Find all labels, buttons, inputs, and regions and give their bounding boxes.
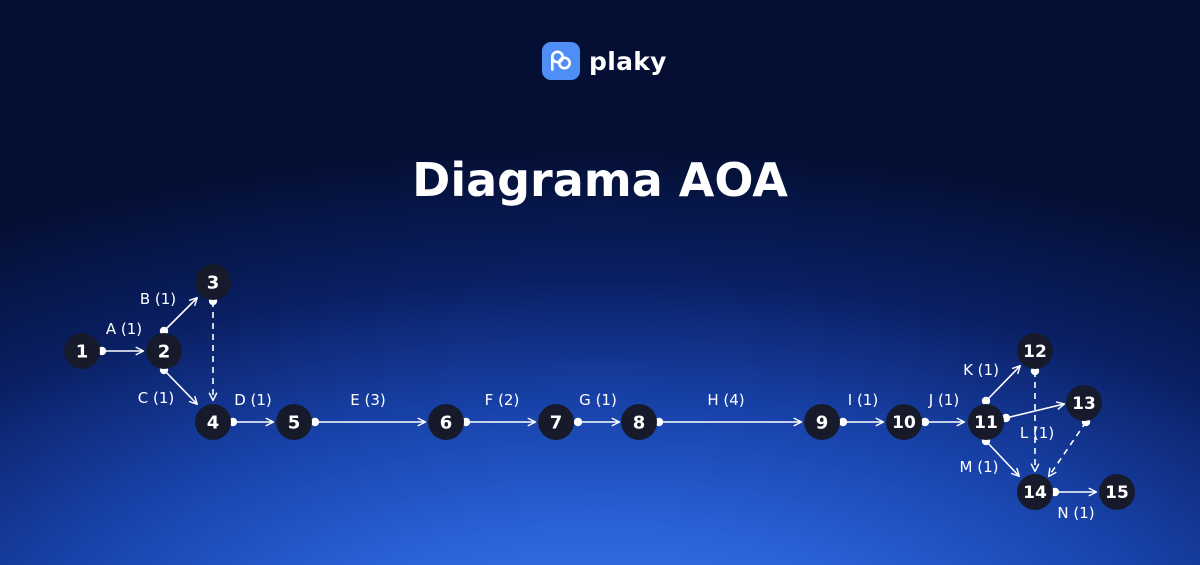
activity-label-b: B (1) <box>140 290 176 308</box>
node-circle <box>804 404 840 440</box>
node-label: 7 <box>550 413 563 434</box>
activity-label-e: E (3) <box>350 391 386 409</box>
activity-arrow-11-12 <box>985 364 1022 402</box>
brand-logo: plaky <box>542 42 667 80</box>
activity-label-i: I (1) <box>848 391 878 409</box>
activity-arrow-2-3 <box>163 296 199 332</box>
node-circle <box>1017 333 1053 369</box>
activity-label-g: G (1) <box>579 391 617 409</box>
labels-layer: A (1) B (1) C (1) D (1) E (3) F (2) G (1) H (4)… <box>106 290 1095 522</box>
node-label: 3 <box>207 273 220 294</box>
node-3: 3 <box>195 264 231 300</box>
node-circle <box>1066 385 1102 421</box>
node-circle <box>428 404 464 440</box>
edges-layer <box>97 296 1098 497</box>
activity-label-m: M (1) <box>960 458 999 476</box>
node-label: 13 <box>1072 394 1096 414</box>
node-14: 14 <box>1017 474 1053 510</box>
activity-label-n: N (1) <box>1057 504 1094 522</box>
node-13: 13 <box>1066 385 1102 421</box>
node-11: 11 <box>968 404 1004 440</box>
node-5: 5 <box>276 404 312 440</box>
node-label: 4 <box>207 413 220 434</box>
node-label: 6 <box>440 413 453 434</box>
brand-name: plaky <box>589 46 667 76</box>
node-10: 10 <box>886 404 922 440</box>
plaky-logo-icon <box>542 42 580 80</box>
activity-label-c: C (1) <box>138 389 175 407</box>
node-label: 5 <box>288 413 301 434</box>
node-circle <box>195 404 231 440</box>
arrow-start-dot <box>920 417 930 427</box>
node-label: 9 <box>816 413 829 434</box>
activity-label-a: A (1) <box>106 320 142 338</box>
node-9: 9 <box>804 404 840 440</box>
node-15: 15 <box>1099 474 1135 510</box>
arrow-start-dot <box>97 346 107 356</box>
node-circle <box>276 404 312 440</box>
arrow-start-dot <box>654 417 664 427</box>
node-label: 10 <box>892 413 916 433</box>
activity-label-k: K (1) <box>963 361 999 379</box>
activity-label-j: J (1) <box>928 391 959 409</box>
node-label: 1 <box>76 342 89 363</box>
activity-label-h: H (4) <box>707 391 744 409</box>
node-circle <box>538 404 574 440</box>
arrow-start-dot <box>228 417 238 427</box>
node-12: 12 <box>1017 333 1053 369</box>
node-4: 4 <box>195 404 231 440</box>
node-circle <box>621 404 657 440</box>
node-label: 15 <box>1105 483 1129 503</box>
arrow-start-dot <box>461 417 471 427</box>
activity-arrow-11-14 <box>985 440 1021 478</box>
node-label: 11 <box>974 413 998 433</box>
dummy-arrow-13-14 <box>1048 421 1087 478</box>
node-7: 7 <box>538 404 574 440</box>
node-8: 8 <box>621 404 657 440</box>
node-circle <box>195 264 231 300</box>
activity-label-f: F (2) <box>485 391 520 409</box>
page-title: Diagrama AOA <box>412 153 788 207</box>
node-2: 2 <box>146 333 182 369</box>
activity-label-d: D (1) <box>234 391 272 409</box>
arrow-start-dot <box>981 396 991 406</box>
arrow-start-dot <box>1050 487 1060 497</box>
node-label: 12 <box>1023 342 1047 362</box>
node-circle <box>146 333 182 369</box>
activity-label-l: L (1) <box>1020 424 1054 442</box>
node-label: 14 <box>1023 483 1047 503</box>
node-circle <box>968 404 1004 440</box>
node-circle <box>64 333 100 369</box>
node-circle <box>886 404 922 440</box>
arrow-start-dot <box>1001 413 1011 423</box>
arrow-start-dot <box>573 417 583 427</box>
node-label: 2 <box>158 342 171 363</box>
activity-arrow-11-13 <box>1005 401 1066 419</box>
activity-arrow-2-4 <box>163 369 199 406</box>
node-circle <box>1017 474 1053 510</box>
node-circle <box>1099 474 1135 510</box>
arrow-start-dot <box>159 326 169 336</box>
node-1: 1 <box>64 333 100 369</box>
node-label: 8 <box>633 413 646 434</box>
arrow-start-dot <box>310 417 320 427</box>
node-6: 6 <box>428 404 464 440</box>
arrow-start-dot <box>1030 366 1040 376</box>
arrow-start-dot <box>838 417 848 427</box>
